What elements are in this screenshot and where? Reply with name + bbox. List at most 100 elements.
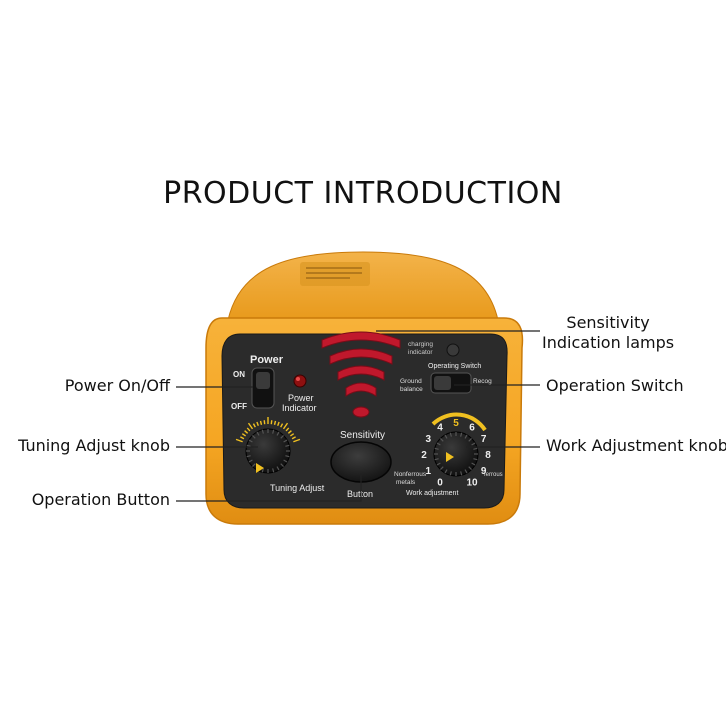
knob-ridge: [261, 429, 264, 434]
dial-tick: [273, 420, 277, 425]
page-title: PRODUCT INTRODUCTION: [163, 176, 563, 211]
knob-ridge: [471, 442, 476, 446]
tuning-adjust-dial: [235, 417, 301, 443]
knob-ridge: [248, 459, 253, 463]
dial-tick: [285, 427, 290, 432]
dial-number: 0: [437, 478, 443, 489]
power-label: Power: [250, 354, 284, 366]
callout-sensitivity-lamps-line1: Sensitivity: [566, 313, 650, 332]
knob-ridge: [449, 471, 452, 476]
knob-ridge: [283, 439, 288, 443]
sensitivity-lamp-2: [329, 348, 393, 365]
knob-ridge: [280, 463, 284, 467]
callout-sensitivity-lamps-line2: Indication lamps: [542, 333, 675, 352]
tuning-knob-arrow-icon: [256, 463, 264, 473]
dial-tick: [241, 433, 247, 437]
dial-number: 5: [453, 418, 459, 429]
knob-ridge: [434, 447, 439, 450]
power-indicator-label-2: Indicator: [282, 403, 317, 413]
dial-tick: [291, 436, 296, 440]
sensitivity-lamps: [321, 331, 401, 418]
work-adjustment-label: Work adjustment: [406, 490, 458, 497]
top-label-lines: [306, 267, 362, 279]
charging-indicator-led: [446, 343, 460, 357]
knob-ridge: [248, 439, 253, 443]
knob-ridge: [246, 455, 251, 458]
sensitivity-label: Sensitivity: [340, 430, 385, 441]
knob-ridge: [434, 458, 439, 461]
knob-ridge: [473, 447, 478, 450]
dial-tick: [256, 421, 259, 427]
knob-ridge: [272, 468, 275, 473]
dial-number: 3: [426, 434, 432, 445]
knob-ridge: [252, 463, 256, 467]
callout-operation-button: Operation Button: [31, 490, 170, 509]
dial-tick: [240, 436, 245, 440]
knob-ridge: [468, 438, 472, 442]
knob-ridge: [280, 435, 284, 439]
operation-switch-lever: [434, 376, 451, 390]
knob-ridge: [283, 459, 288, 463]
knob-ridge: [440, 438, 444, 442]
knob-ridge: [464, 469, 468, 474]
sensitivity-lamp-1: [321, 331, 401, 349]
knob-ridge: [256, 431, 260, 436]
knob-ridge: [436, 442, 441, 446]
dial-tick: [293, 438, 301, 443]
knob-ridge: [460, 432, 463, 437]
knob-ridge: [473, 458, 478, 461]
operating-switch-label: Operating Switch: [428, 363, 481, 370]
recog-label: Recog: [473, 378, 492, 385]
dial-number: 2: [421, 450, 427, 461]
power-indicator-label-1: Power: [288, 393, 314, 403]
knob-ridge: [464, 434, 468, 439]
nonferrous-metals-label-2: metals: [396, 479, 416, 486]
dial-tick: [277, 421, 280, 427]
knob-ridge: [440, 466, 444, 470]
off-label: OFF: [231, 402, 247, 411]
dial-number: 4: [437, 422, 443, 433]
leader-operation-button: [176, 475, 362, 502]
sensitivity-lamp-4: [345, 382, 377, 397]
dial-number: 10: [466, 478, 478, 489]
knob-ridge: [246, 444, 251, 447]
knob-ridge: [460, 471, 463, 476]
knob-ridge: [468, 466, 472, 470]
dial-number: 9: [481, 466, 487, 477]
dial-number: 6: [469, 422, 475, 433]
dial-tick: [244, 430, 249, 434]
knob-ridge: [444, 434, 448, 439]
callout-leader-lines: [176, 330, 540, 502]
work-knob-ridges: [434, 432, 478, 476]
dial-number: 7: [481, 434, 487, 445]
dial-tick: [282, 422, 289, 430]
knob-ridge: [471, 462, 476, 466]
work-dial-accent-arc: [431, 412, 487, 432]
dial-number: 1: [426, 466, 432, 477]
knob-ridge: [444, 469, 448, 474]
ferrous-label: ferrous: [484, 472, 503, 478]
callout-sensitivity-lamps: Sensitivity Indication lamps: [542, 313, 674, 353]
button-label: Button: [347, 489, 373, 499]
top-label: [300, 262, 370, 286]
dial-tick: [246, 427, 251, 432]
tuning-adjust-label: Tuning Adjust: [270, 483, 325, 493]
knob-ridge: [272, 429, 275, 434]
knob-ridge: [261, 468, 264, 473]
knob-ridge: [285, 455, 290, 458]
ground-balance-label-1: Ground: [400, 378, 422, 385]
dial-tick: [235, 438, 243, 443]
knob-ridge: [276, 466, 280, 471]
knob-ridge: [285, 444, 290, 447]
nonferrous-metals-label-1: Nonferrous: [394, 471, 427, 478]
dial-tick: [252, 423, 256, 428]
callout-tuning-adjust-knob: Tuning Adjust knob: [18, 436, 170, 455]
knob-ridge: [449, 432, 452, 437]
on-label: ON: [233, 370, 245, 379]
power-indicator-led: [293, 374, 307, 388]
knob-ridge: [436, 462, 441, 466]
dial-number: 8: [485, 450, 491, 461]
